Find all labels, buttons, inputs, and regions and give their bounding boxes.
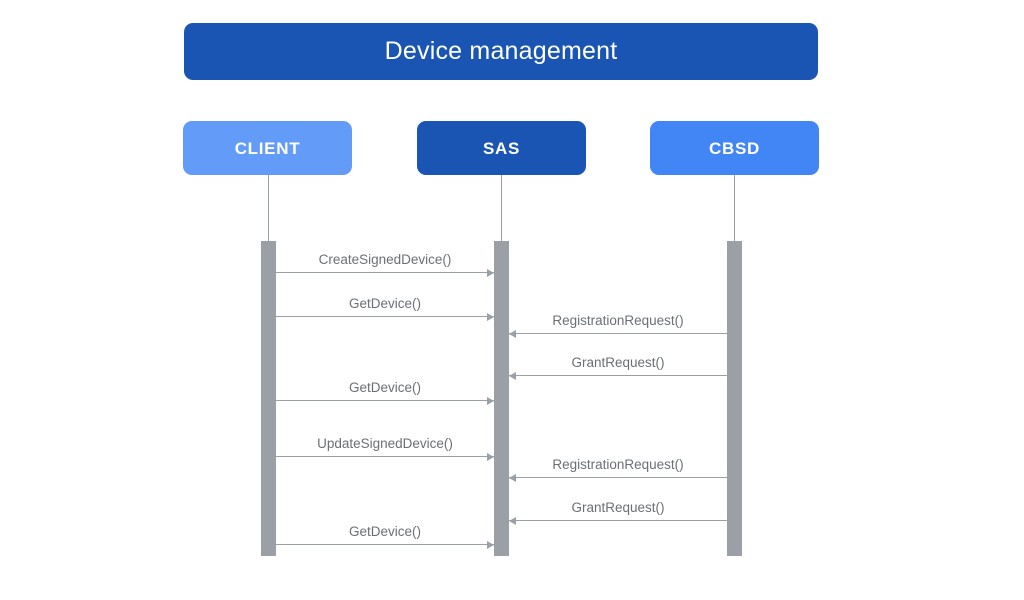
message-label: GetDevice() [348,295,421,311]
arrowhead-left-icon [509,473,516,482]
arrowhead-left-icon [509,516,516,525]
message-label: GetDevice() [348,379,421,395]
participant-client[interactable]: CLIENT [183,121,352,175]
arrowhead-left-icon [509,329,516,338]
arrowhead-left-icon [509,371,516,380]
participant-client-label: CLIENT [234,138,301,158]
message-line [509,477,727,478]
message-label: UpdateSignedDevice() [317,435,453,451]
message-label: RegistrationRequest() [552,312,684,328]
arrowhead-right-icon [487,540,494,549]
participant-sas-label: SAS [482,138,521,158]
arrowhead-right-icon [487,312,494,321]
participant-cbsd[interactable]: CBSD [650,121,819,175]
message-label: CreateSignedDevice() [318,251,452,267]
message-line [276,544,494,545]
message-line [509,375,727,376]
message-label: GrantRequest() [571,354,665,370]
message-line [276,456,494,457]
lifeline-client [268,175,269,241]
participant-cbsd-label: CBSD [709,138,760,158]
activation-bar-sas [494,241,509,556]
arrowhead-right-icon [487,396,494,405]
page-title: Device management [384,37,618,65]
arrowhead-right-icon [487,268,494,277]
message-line [276,400,494,401]
participant-sas[interactable]: SAS [417,121,586,175]
lifeline-cbsd [734,175,735,241]
message-line [276,316,494,317]
lifeline-sas [501,175,502,241]
message-label: RegistrationRequest() [552,456,684,472]
activation-bar-client [261,241,276,556]
message-line [509,333,727,334]
message-line [276,272,494,273]
diagram-title-banner: Device management [184,23,818,80]
message-line [509,520,727,521]
message-label: GetDevice() [348,523,421,539]
message-label: GrantRequest() [571,499,665,515]
activation-bar-cbsd [727,241,742,556]
arrowhead-right-icon [487,452,494,461]
